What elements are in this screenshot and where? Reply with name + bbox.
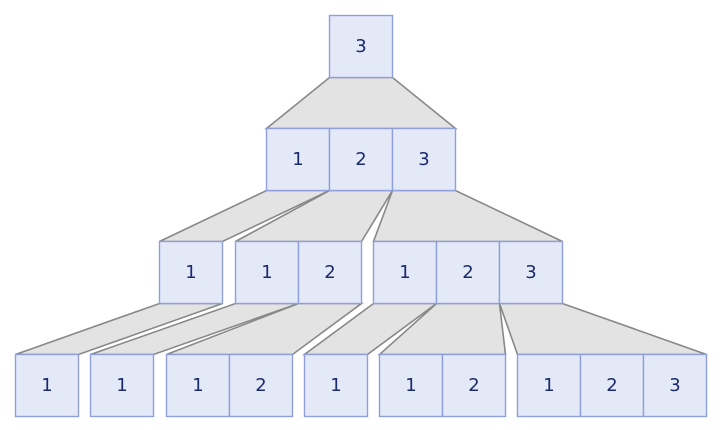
- node-cell: [391, 127, 457, 192]
- node-cell: [435, 240, 501, 305]
- node-cell: [378, 353, 444, 418]
- node-cell: [642, 353, 708, 418]
- connector: [264, 76, 458, 130]
- cell-value: 3: [669, 375, 680, 396]
- cell-value: 1: [41, 375, 52, 396]
- node-cell: [441, 353, 507, 418]
- node-cell: [498, 240, 564, 305]
- tree-node: 1 2 3: [516, 353, 708, 418]
- node-cell: [579, 353, 645, 418]
- tree-node: 1: [89, 353, 155, 418]
- tree-node: 1 2 3: [265, 127, 457, 192]
- connector: [498, 302, 707, 356]
- node-cell: [228, 353, 294, 418]
- node-cell: [89, 353, 155, 418]
- cell-value: 2: [606, 375, 617, 396]
- node-cell: [372, 240, 438, 305]
- connector-layer: [15, 76, 707, 356]
- cell-value: 1: [399, 262, 410, 283]
- cell-value: 1: [261, 262, 272, 283]
- connector: [372, 189, 563, 243]
- tree-node: 1 2 3: [372, 240, 564, 305]
- node-cell: [234, 240, 300, 305]
- cell-value: 3: [418, 149, 429, 170]
- tree-node: 3: [328, 14, 394, 79]
- node-cell: [297, 240, 363, 305]
- node-cell: [165, 353, 231, 418]
- cell-value: 3: [355, 36, 366, 57]
- cell-value: 2: [255, 375, 266, 396]
- tree-node: 1: [14, 353, 80, 418]
- cell-value: 2: [468, 375, 479, 396]
- cell-value: 1: [330, 375, 341, 396]
- cell-value: 1: [292, 149, 303, 170]
- cell-value: 2: [324, 262, 335, 283]
- node-cell: [328, 14, 394, 79]
- cell-value: 2: [355, 149, 366, 170]
- cell-value: 2: [462, 262, 473, 283]
- node-cell: [516, 353, 582, 418]
- node-cell: [158, 240, 224, 305]
- node-cell: [303, 353, 369, 418]
- cell-value: 1: [116, 375, 127, 396]
- cell-value: 1: [192, 375, 203, 396]
- node-cell: [328, 127, 394, 192]
- tree-node: 1: [303, 353, 369, 418]
- cell-value: 1: [543, 375, 554, 396]
- node-cell: [14, 353, 80, 418]
- cell-value: 1: [185, 262, 196, 283]
- cell-value: 3: [525, 262, 536, 283]
- tree-node: 1: [158, 240, 224, 305]
- cell-value: 1: [405, 375, 416, 396]
